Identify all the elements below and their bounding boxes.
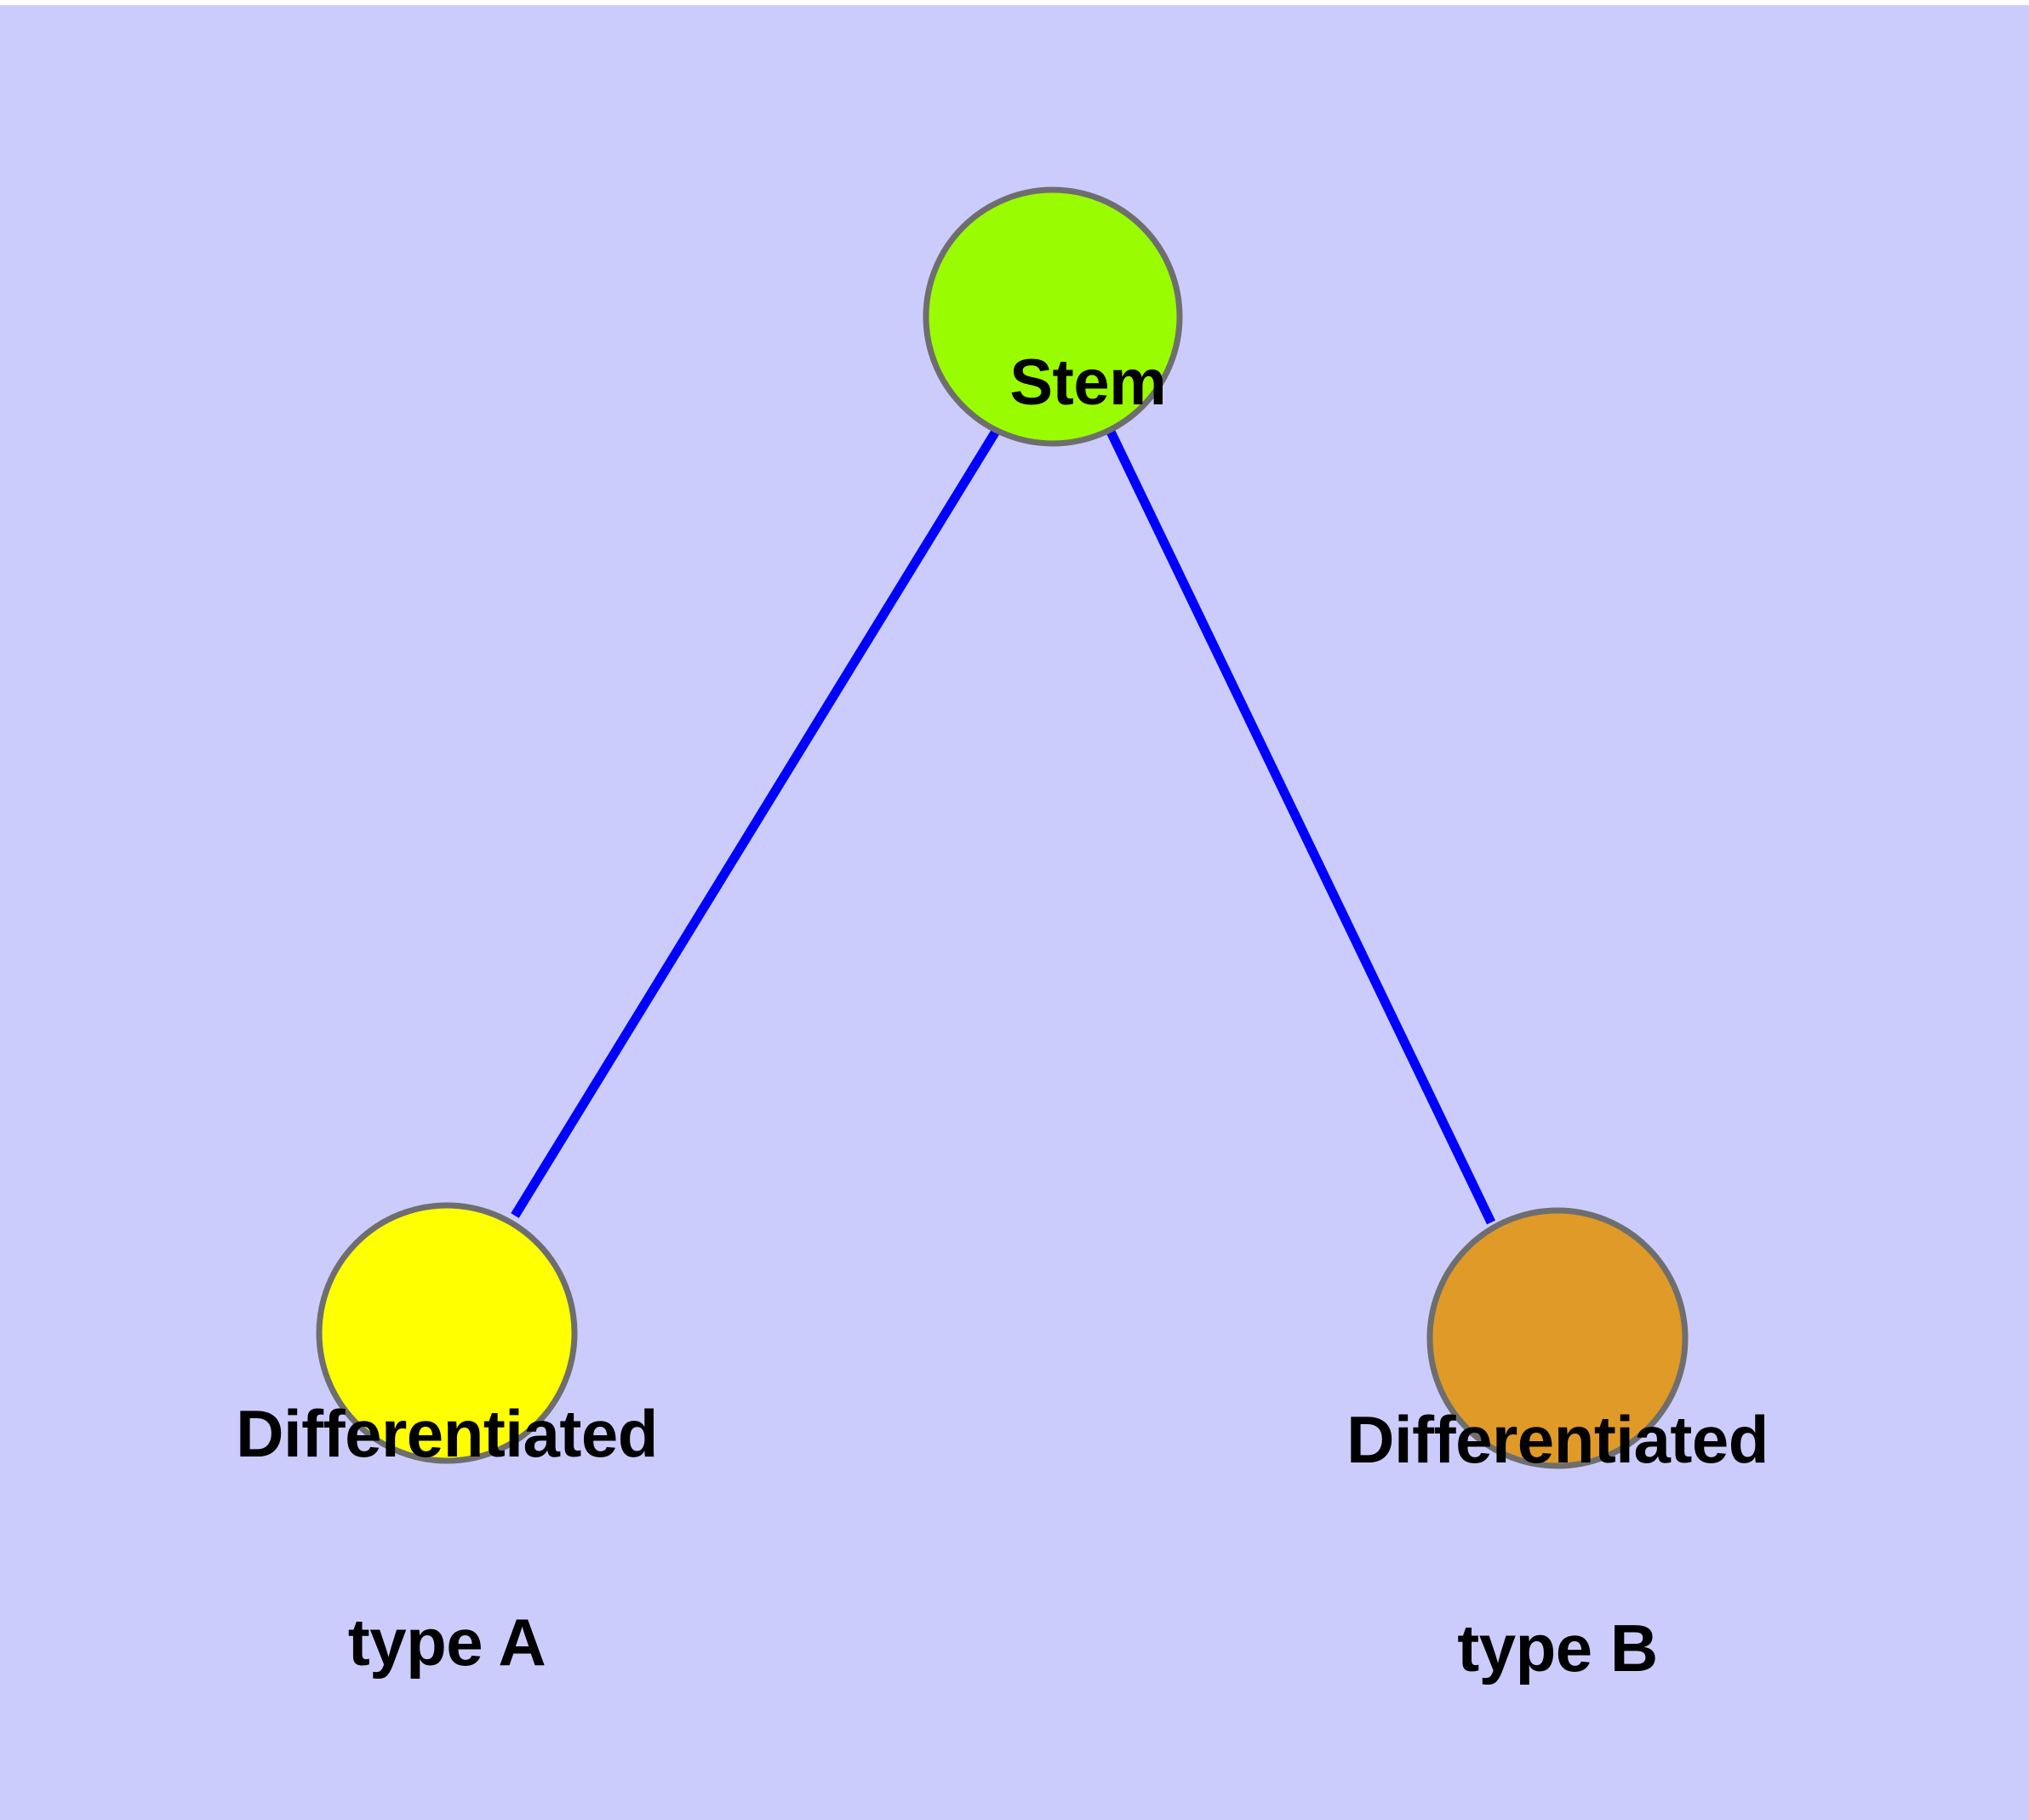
node-differentiated-type-a[interactable] — [316, 1202, 578, 1464]
node-stem[interactable] — [923, 186, 1183, 447]
edge-stem-to-type-a — [511, 427, 1001, 1218]
edge-stem-to-type-b — [1106, 427, 1495, 1225]
edge-layer — [511, 427, 1495, 1225]
node-differentiated-type-b[interactable] — [1426, 1207, 1689, 1469]
node-layer — [316, 186, 1689, 1469]
